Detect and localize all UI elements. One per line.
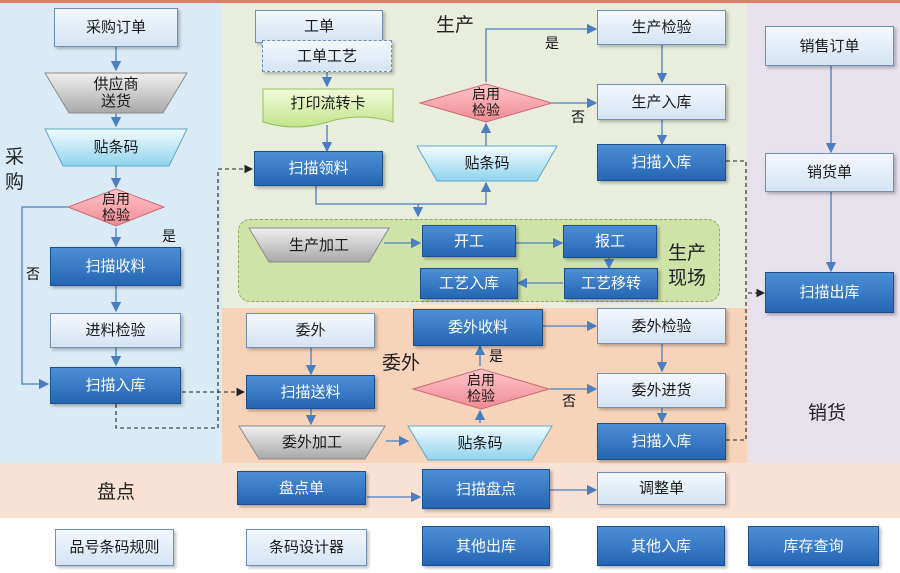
production-zone-label: 生产 bbox=[436, 14, 475, 36]
production-processing-shape bbox=[248, 227, 390, 263]
stocktake-sheet-button[interactable]: 盘点单 bbox=[237, 471, 366, 505]
scan-stocktake-button[interactable]: 扫描盘点 bbox=[422, 469, 550, 509]
production-label-barcode-shape bbox=[416, 145, 558, 182]
procure-scan-inbound-button[interactable]: 扫描入库 bbox=[50, 367, 181, 404]
top-accent-bar bbox=[0, 0, 900, 3]
procure-yes-label: 是 bbox=[162, 229, 176, 245]
scan-send-material-button[interactable]: 扫描送料 bbox=[246, 375, 375, 409]
outsource-processing-shape bbox=[238, 425, 386, 460]
work-order-process-button[interactable]: 工单工艺 bbox=[262, 40, 392, 72]
procure-label-barcode-shape bbox=[44, 128, 188, 167]
production-label-barcode[interactable]: 贴条码 bbox=[464, 154, 510, 172]
production-scan-inbound-button[interactable]: 扫描入库 bbox=[597, 144, 726, 181]
procurement-zone-label: 采购 bbox=[5, 146, 25, 193]
outsource-label-barcode-shape bbox=[407, 425, 553, 461]
print-flow-card[interactable]: 打印流转卡 bbox=[290, 93, 366, 112]
sales-order-button[interactable]: 销售订单 bbox=[765, 26, 894, 66]
sales-slip-button[interactable]: 销货单 bbox=[765, 153, 894, 192]
stock-query-button[interactable]: 库存查询 bbox=[748, 526, 879, 566]
production-processing[interactable]: 生产加工 bbox=[288, 235, 349, 254]
print-card-shape bbox=[262, 88, 394, 128]
procure-scan-receive-button[interactable]: 扫描收料 bbox=[50, 247, 181, 286]
supplier-delivery-shape bbox=[44, 72, 188, 114]
sales-zone-label: 销货 bbox=[808, 402, 847, 424]
procure-enable-inspection[interactable]: 启用 检验 bbox=[102, 192, 130, 224]
production-enable-inspection[interactable]: 启用 检验 bbox=[472, 87, 500, 119]
scan-outbound-button[interactable]: 扫描出库 bbox=[765, 272, 894, 313]
outsource-inspection-button[interactable]: 委外检验 bbox=[597, 308, 726, 344]
outsource-scan-inbound-button[interactable]: 扫描入库 bbox=[597, 423, 726, 460]
scan-pick-material-button[interactable]: 扫描领料 bbox=[254, 151, 383, 186]
incoming-inspection-button[interactable]: 进料检验 bbox=[50, 313, 181, 348]
sales-zone bbox=[747, 0, 900, 463]
outsource-inbound-button[interactable]: 委外进货 bbox=[597, 373, 726, 408]
production-yes-label: 是 bbox=[545, 36, 559, 52]
process-inbound-button[interactable]: 工艺入库 bbox=[420, 268, 518, 299]
outsource-label-barcode[interactable]: 贴条码 bbox=[457, 433, 503, 452]
barcode-rules-button[interactable]: 品号条码规则 bbox=[55, 529, 174, 566]
start-work-button[interactable]: 开工 bbox=[422, 225, 516, 257]
procure-no-label: 否 bbox=[26, 267, 40, 283]
process-transfer-button[interactable]: 工艺移转 bbox=[564, 268, 658, 299]
procure-inspection-diamond bbox=[66, 188, 166, 227]
outsource-no-label: 否 bbox=[562, 394, 576, 410]
outsource-enable-inspection[interactable]: 启用 检验 bbox=[467, 373, 495, 405]
work-order-button[interactable]: 工单 bbox=[255, 10, 383, 43]
adjustment-sheet-button[interactable]: 调整单 bbox=[597, 472, 726, 505]
outsourcing-zone-label: 委外 bbox=[382, 352, 421, 374]
purchase-order-button[interactable]: 采购订单 bbox=[54, 8, 178, 47]
outsource-processing[interactable]: 委外加工 bbox=[281, 433, 342, 451]
other-inbound-button[interactable]: 其他入库 bbox=[597, 526, 725, 566]
production-inspection-diamond bbox=[418, 83, 554, 123]
supplier-delivery[interactable]: 供应商 送货 bbox=[93, 75, 139, 110]
procure-label-barcode[interactable]: 贴条码 bbox=[93, 138, 139, 156]
production-floor-label: 生产 现场 bbox=[668, 242, 707, 289]
production-inspection-button[interactable]: 生产检验 bbox=[597, 10, 726, 45]
production-no-label: 否 bbox=[571, 110, 585, 126]
outsource-yes-label: 是 bbox=[489, 349, 503, 365]
production-inbound-button[interactable]: 生产入库 bbox=[597, 84, 726, 120]
inventory-zone-label: 盘点 bbox=[97, 481, 136, 503]
barcode-designer-button[interactable]: 条码设计器 bbox=[246, 529, 367, 566]
outsource-inspection-diamond bbox=[411, 368, 551, 410]
outsource-receive-button[interactable]: 委外收料 bbox=[413, 309, 543, 346]
other-outbound-button[interactable]: 其他出库 bbox=[422, 526, 550, 566]
report-work-button[interactable]: 报工 bbox=[563, 225, 657, 258]
outsource-button[interactable]: 委外 bbox=[246, 313, 375, 348]
